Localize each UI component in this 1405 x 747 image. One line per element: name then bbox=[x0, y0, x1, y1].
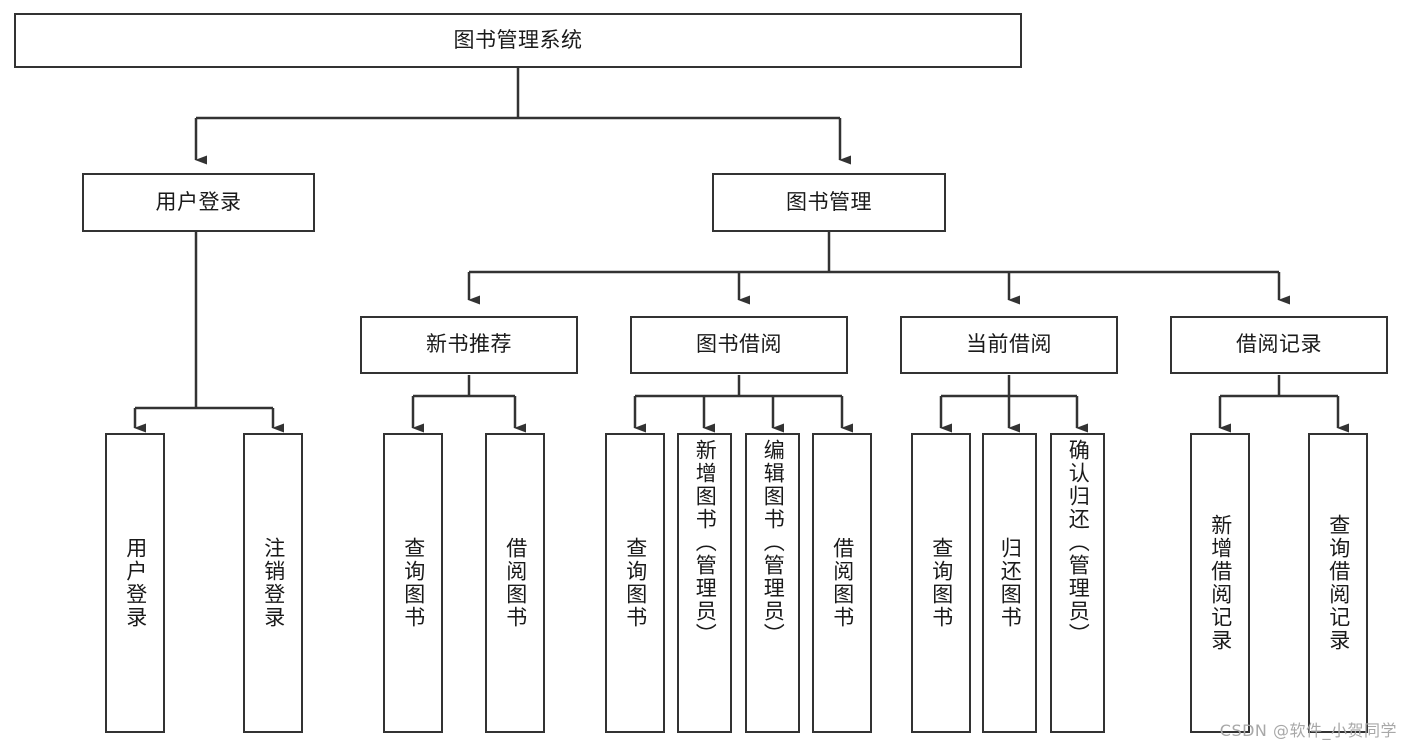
node-leaf-borrow-book-2[interactable]: 借阅图书 bbox=[812, 433, 872, 733]
node-leaf-query-book-3[interactable]: 查询图书 bbox=[911, 433, 971, 733]
node-label: 借阅图书 bbox=[503, 537, 528, 629]
node-leaf-add-book[interactable]: 新增图书（管理员） bbox=[677, 433, 732, 733]
node-label: 借阅记录 bbox=[1236, 332, 1322, 357]
node-label: 图书管理系统 bbox=[453, 27, 583, 52]
node-label: 新增借阅记录 bbox=[1208, 514, 1233, 652]
node-label: 用户登录 bbox=[123, 537, 148, 629]
node-label: 新增图书（管理员） bbox=[693, 439, 718, 646]
node-leaf-logout[interactable]: 注销登录 bbox=[243, 433, 303, 733]
node-leaf-query-book-1[interactable]: 查询图书 bbox=[383, 433, 443, 733]
node-leaf-add-record[interactable]: 新增借阅记录 bbox=[1190, 433, 1250, 733]
node-user-login[interactable]: 用户登录 bbox=[82, 173, 315, 232]
node-label: 编辑图书（管理员） bbox=[761, 439, 786, 646]
node-leaf-return-book[interactable]: 归还图书 bbox=[982, 433, 1037, 733]
node-new-book-recommend[interactable]: 新书推荐 bbox=[360, 316, 578, 374]
node-label: 用户登录 bbox=[155, 189, 242, 214]
node-label: 查询图书 bbox=[929, 537, 954, 629]
csdn-watermark: CSDN @软件_小贺同学 bbox=[1219, 721, 1397, 740]
node-label: 图书借阅 bbox=[696, 332, 782, 357]
node-leaf-borrow-book-1[interactable]: 借阅图书 bbox=[485, 433, 545, 733]
node-label: 借阅图书 bbox=[830, 537, 855, 629]
node-book-management-system[interactable]: 图书管理系统 bbox=[14, 13, 1022, 68]
node-label: 查询图书 bbox=[623, 537, 648, 629]
node-book-borrow[interactable]: 图书借阅 bbox=[630, 316, 848, 374]
node-leaf-edit-book[interactable]: 编辑图书（管理员） bbox=[745, 433, 800, 733]
node-leaf-confirm-return[interactable]: 确认归还（管理员） bbox=[1050, 433, 1105, 733]
node-leaf-user-login[interactable]: 用户登录 bbox=[105, 433, 165, 733]
node-label: 新书推荐 bbox=[426, 332, 512, 357]
node-leaf-query-book-2[interactable]: 查询图书 bbox=[605, 433, 665, 733]
node-label: 查询图书 bbox=[401, 537, 426, 629]
node-label: 当前借阅 bbox=[966, 332, 1052, 357]
node-label: 注销登录 bbox=[261, 537, 286, 629]
node-current-borrow[interactable]: 当前借阅 bbox=[900, 316, 1118, 374]
node-book-manage[interactable]: 图书管理 bbox=[712, 173, 946, 232]
node-label: 查询借阅记录 bbox=[1326, 514, 1351, 652]
node-borrow-record[interactable]: 借阅记录 bbox=[1170, 316, 1388, 374]
node-label: 确认归还（管理员） bbox=[1066, 439, 1091, 646]
node-leaf-query-record[interactable]: 查询借阅记录 bbox=[1308, 433, 1368, 733]
node-label: 归还图书 bbox=[998, 537, 1023, 629]
node-label: 图书管理 bbox=[786, 189, 872, 214]
